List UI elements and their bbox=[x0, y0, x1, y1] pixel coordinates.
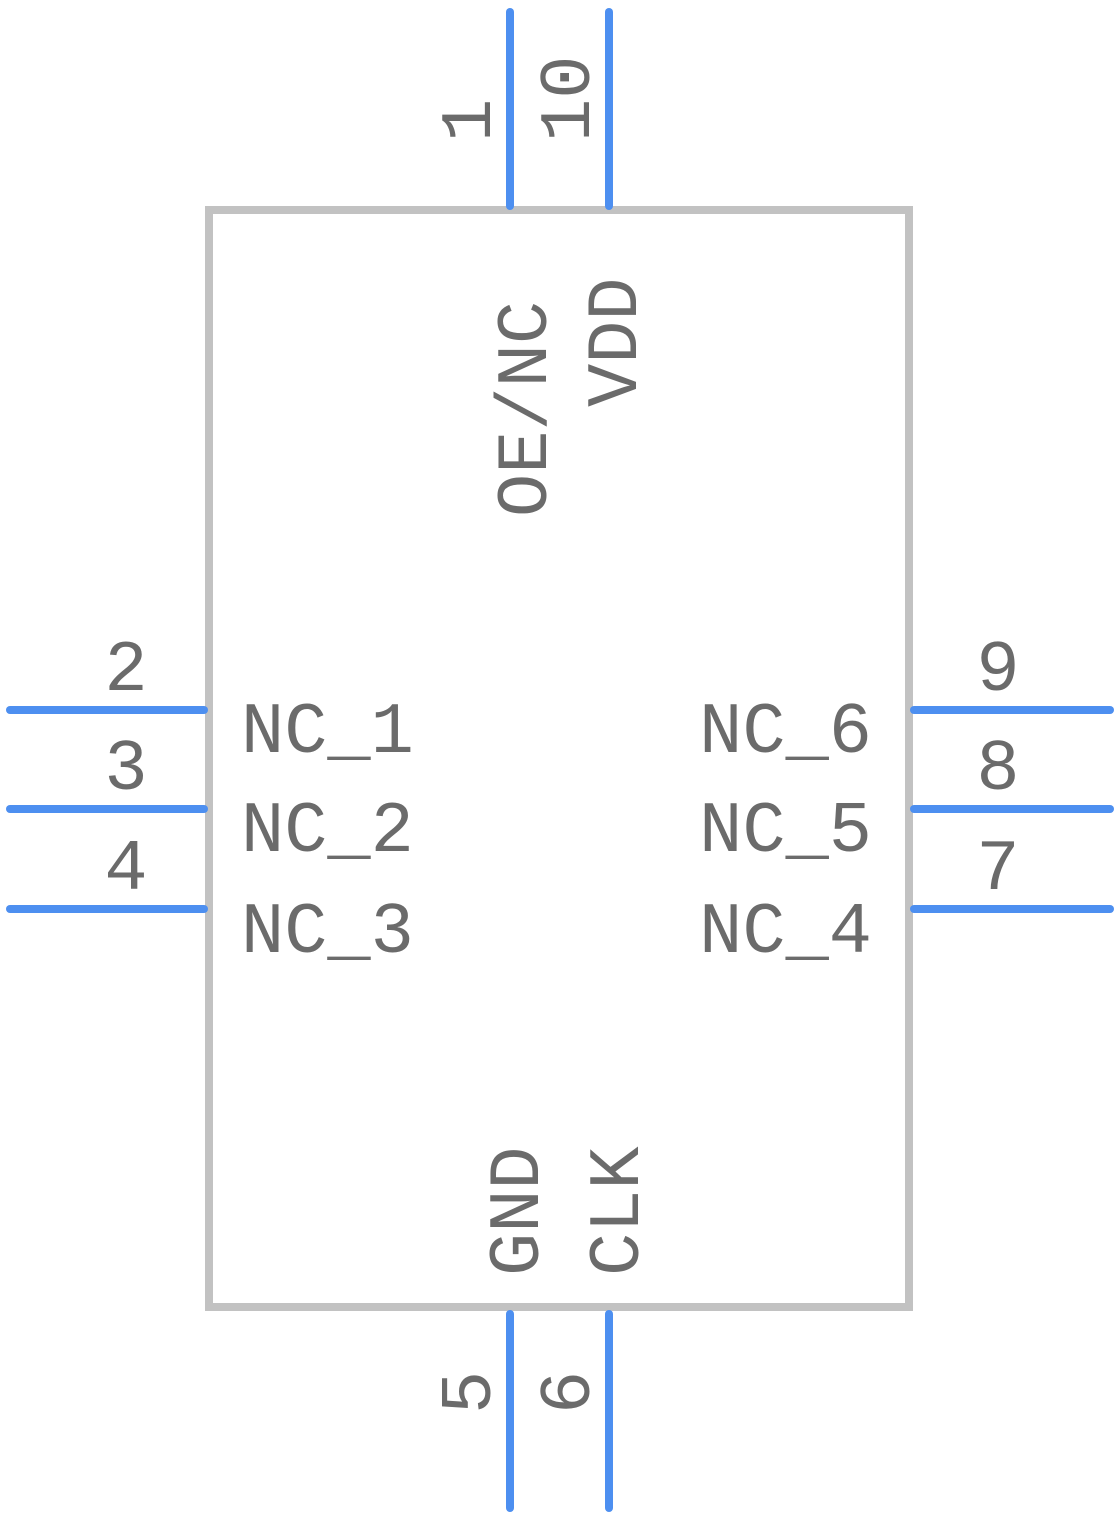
pin-1-number: 1 bbox=[430, 99, 512, 142]
pin-9-number: 9 bbox=[976, 630, 1019, 712]
pin-8-name: NC_5 bbox=[699, 791, 872, 873]
pin-1-name: OE/NC bbox=[486, 301, 568, 517]
pin-2-name: NC_1 bbox=[241, 692, 414, 774]
pin-6-name: CLK bbox=[578, 1146, 660, 1276]
pin-2-number: 2 bbox=[104, 630, 147, 712]
pin-8-number: 8 bbox=[976, 729, 1019, 811]
pin-6-number: 6 bbox=[529, 1371, 611, 1414]
pin-4-name: NC_3 bbox=[241, 892, 414, 974]
pin-7-name: NC_4 bbox=[699, 892, 872, 974]
component-body bbox=[205, 206, 913, 1311]
pin-10-number: 10 bbox=[529, 56, 611, 142]
pin-7-number: 7 bbox=[976, 829, 1019, 911]
pin-4-number: 4 bbox=[104, 829, 147, 911]
pin-3-name: NC_2 bbox=[241, 791, 414, 873]
pin-10-name: VDD bbox=[576, 277, 658, 407]
pin-3-number: 3 bbox=[104, 729, 147, 811]
pin-5-name: GND bbox=[478, 1146, 560, 1276]
pin-5-number: 5 bbox=[430, 1371, 512, 1414]
pin-9-name: NC_6 bbox=[699, 692, 872, 774]
